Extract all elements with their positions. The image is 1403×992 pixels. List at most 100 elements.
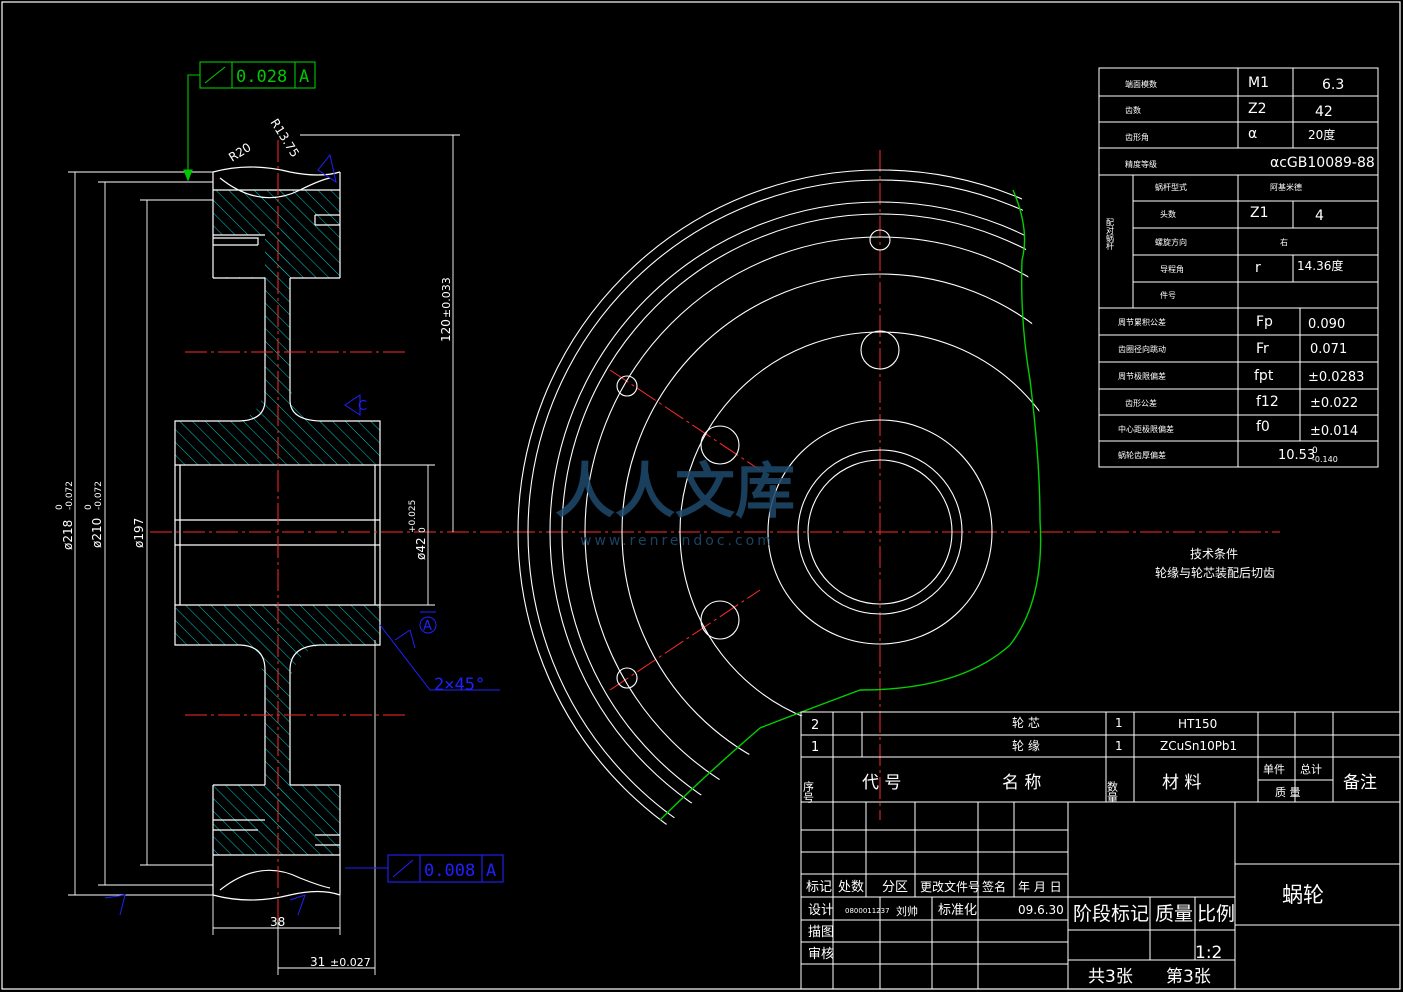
bom-material-0: HT150 (1178, 717, 1217, 731)
bom-no-1: 1 (811, 740, 819, 755)
param-value-2: 20度 (1308, 127, 1335, 142)
tol-label-1: 齿圈径向跳动 (1118, 344, 1166, 354)
radius-r13-75: R13.75 (267, 116, 302, 160)
dim-31: 31 (310, 955, 325, 969)
last-tol-upper: 0 (1312, 446, 1318, 456)
dia-218: ø218 (61, 520, 75, 550)
bom-qty-0: 1 (1115, 716, 1123, 730)
bom-header-qty: 数量 (1106, 781, 1119, 803)
param-label-2: 齿形角 (1125, 132, 1149, 142)
runout-arrow-icon (204, 66, 226, 84)
tb-designer-id: 0800011237 (845, 907, 890, 915)
bom-no-0: 2 (811, 718, 819, 733)
dim-120: 120 (439, 319, 453, 342)
bom-header-total: 总计 (1300, 762, 1322, 776)
tol-symbol-3: f12 (1256, 394, 1279, 410)
group-label: 配对蜗杆 (1106, 218, 1115, 251)
dimension-lines (68, 134, 460, 975)
group-label-1: 头数 (1160, 209, 1176, 219)
hatched-rim-bottom (213, 785, 340, 855)
bolt-holes (616, 229, 900, 689)
tb-mass: 质量 (1155, 903, 1193, 925)
runout-top (183, 61, 316, 182)
last-label: 蜗轮齿厚偏差 (1118, 450, 1166, 460)
radius-r20: R20 (226, 140, 253, 164)
title-block-text: 标记 处数 分区 更改文件号 签名 年 月 日 设计 0800011237 刘帅… (806, 879, 1324, 987)
dia-210-tol-upper: 0 (84, 504, 94, 510)
bom-name-1: 轮 缘 (1012, 739, 1040, 753)
dia-42: ø42 (414, 537, 428, 560)
param-symbol-2: α (1248, 126, 1257, 142)
runout-bottom-datum: A (486, 861, 496, 881)
surface-finish-marks (104, 153, 500, 916)
group-label-3: 导程角 (1160, 264, 1184, 274)
dia-210: ø210 (90, 518, 104, 548)
tol-value-1: 0.071 (1310, 342, 1347, 357)
last-value: 10.53 (1278, 448, 1315, 463)
tb-part-name: 蜗轮 (1282, 883, 1324, 907)
tech-title: 技术条件 (1190, 547, 1238, 561)
tb-date: 09.6.30 (1018, 903, 1064, 917)
tb-scale-label: 比例 (1197, 903, 1235, 925)
dim-38: 38 (270, 915, 285, 929)
tb-std: 标准化 (938, 903, 977, 918)
watermark-url: www.renrendoc.com (580, 533, 774, 549)
tb-stage: 阶段标记 (1073, 903, 1149, 925)
param-value-1: 42 (1315, 104, 1333, 120)
tb-design: 设计 (808, 903, 834, 918)
param-label-1: 齿数 (1125, 105, 1141, 115)
dim-120-tol: ±0.033 (440, 277, 453, 318)
tb-date-label: 年 月 日 (1018, 880, 1062, 894)
tol-label-4: 中心距极限偏差 (1118, 424, 1174, 434)
tol-value-3: ±0.022 (1310, 396, 1358, 411)
dia-218-tol-upper: 0 (55, 504, 65, 510)
tb-sign: 签名 (982, 879, 1006, 894)
dia-210-tol-lower: -0.072 (94, 481, 104, 510)
title-block (800, 801, 1401, 990)
group-value-2: 右 (1280, 237, 1288, 247)
group-label-0: 蜗杆型式 (1155, 182, 1187, 192)
bom-header-mass: 质 量 (1275, 786, 1301, 799)
tb-scale: 1:2 (1195, 943, 1222, 963)
tol-symbol-0: Fp (1256, 314, 1273, 330)
param-symbol-1: Z2 (1248, 101, 1267, 117)
chamfer-label: 2×45° (434, 675, 485, 695)
tol-symbol-4: f0 (1256, 419, 1270, 435)
datum-a-label: A (423, 619, 432, 634)
group-label-4: 件号 (1160, 290, 1176, 300)
param-value-0: 6.3 (1322, 77, 1344, 93)
tol-label-0: 周节累积公差 (1118, 317, 1166, 327)
tb-mark: 标记 (806, 880, 832, 895)
runout-top-value: 0.028 (236, 67, 287, 87)
bom-text: 2 轮 芯 1 HT150 1 轮 缘 1 ZCuSn10Pb1 序号 代 号 … (802, 716, 1378, 804)
bom-material-1: ZCuSn10Pb1 (1160, 739, 1237, 753)
bom-header-code: 代 号 (862, 773, 901, 793)
group-symbol-1: Z1 (1250, 205, 1269, 221)
bom-header-remark: 备注 (1343, 773, 1377, 793)
bom-header-name: 名 称 (1002, 773, 1041, 793)
tb-zone: 分区 (882, 880, 908, 895)
params-table (1098, 67, 1379, 468)
bom-qty-1: 1 (1115, 739, 1123, 753)
watermark-name: 人人文库 (555, 457, 795, 527)
params-table-text: 端面模数 M1 6.3 齿数 Z2 42 齿形角 α 20度 精度等级 αcGB… (1106, 75, 1375, 464)
dim-31-tol: ±0.027 (330, 956, 371, 969)
tb-sheets-total: 共3张 (1088, 967, 1133, 987)
bom-name-0: 轮 芯 (1012, 716, 1040, 730)
param-label-0: 端面模数 (1125, 79, 1157, 89)
group-value-0: 阿基米德 (1270, 182, 1302, 192)
tb-draw: 描图 (808, 925, 834, 940)
bom-header-material: 材 料 (1162, 773, 1201, 793)
group-value-3: 14.36度 (1297, 258, 1343, 273)
tol-value-2: ±0.0283 (1308, 370, 1364, 385)
break-line (659, 189, 1042, 821)
runout-bottom (345, 854, 504, 883)
tol-label-3: 齿形公差 (1125, 398, 1157, 408)
centerlines (150, 140, 1280, 920)
group-label-2: 螺旋方向 (1155, 237, 1187, 247)
tech-line1: 轮缘与轮芯装配后切齿 (1155, 566, 1275, 580)
datum-c-label: C (358, 399, 367, 414)
runout-top-datum: A (299, 67, 309, 87)
